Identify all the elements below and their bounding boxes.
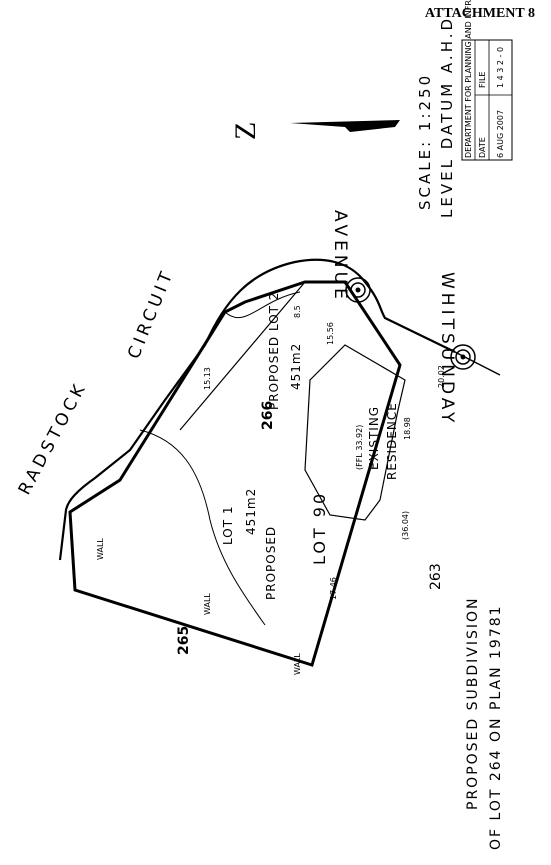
north-symbol: Z <box>229 122 262 140</box>
datum-label: LEVEL DATUM A.H.D <box>438 16 456 218</box>
dim-2: 18.98 <box>403 417 412 440</box>
stamp-file-value: 1 4 3 2 - 0 <box>496 47 505 88</box>
dim-3: 20.02 <box>437 365 446 388</box>
lot2-name: PROPOSED LOT 2 <box>267 292 281 410</box>
department-stamp: DEPARTMENT FOR PLANNING AND INFRASTRU DA… <box>461 0 513 161</box>
title-line-2: OF LOT 264 ON PLAN 19781 <box>488 604 504 850</box>
wall-label-1: WALL <box>96 538 105 560</box>
stamp-date-label: DATE <box>478 137 487 158</box>
residence-label: RESIDENCE <box>385 402 399 480</box>
wall-label-2: WALL <box>203 593 212 615</box>
dim-6: 8.5 <box>293 305 302 318</box>
existing-label: EXISTING <box>367 406 381 470</box>
dimension-36: (36.04) <box>401 511 410 540</box>
dim-4: 15.13 <box>203 367 212 390</box>
wall-label-3: WALL <box>293 653 302 675</box>
neighbour-265: 265 <box>176 626 192 655</box>
contour-a <box>139 429 266 626</box>
lot2-area: 451m2 <box>289 343 303 390</box>
attachment-label: ATTACHMENT 8 <box>424 6 535 21</box>
dim-1: 15.56 <box>326 322 335 345</box>
kerb-circuit <box>58 344 206 561</box>
lot1-proposed: PROPOSED <box>264 526 278 600</box>
stamp-date-value: 6 AUG 2007 <box>496 110 505 158</box>
stamp-file-label: FILE <box>478 72 487 88</box>
lot-266: 266 <box>260 401 276 430</box>
contour-b <box>224 291 301 318</box>
lot-main: LOT 90 <box>310 491 329 565</box>
existing-residence <box>304 344 406 521</box>
stamp-department: DEPARTMENT FOR PLANNING AND INFRASTRU <box>464 0 473 158</box>
kerb-avenue <box>203 258 456 353</box>
street-circuit: CIRCUIT <box>124 266 178 362</box>
lot1-name: LOT 1 <box>221 506 235 545</box>
scale-label: SCALE: 1:250 <box>416 73 434 210</box>
ffl-label: (FFL 33.92) <box>355 425 364 470</box>
lot1-area: 451m2 <box>244 488 258 535</box>
title-line-1: PROPOSED SUBDIVISION <box>465 597 481 810</box>
site-boundary <box>68 280 402 667</box>
street-avenue: AVENUE <box>330 210 350 303</box>
street-radstock: RADSTOCK <box>15 378 92 498</box>
north-arrow-icon: Z <box>229 120 400 140</box>
dim-5: 17.46 <box>329 577 338 600</box>
tree-icon <box>345 277 371 303</box>
lot-division-line <box>179 281 306 431</box>
neighbour-263: 263 <box>428 563 444 590</box>
tree-icon <box>450 344 476 370</box>
